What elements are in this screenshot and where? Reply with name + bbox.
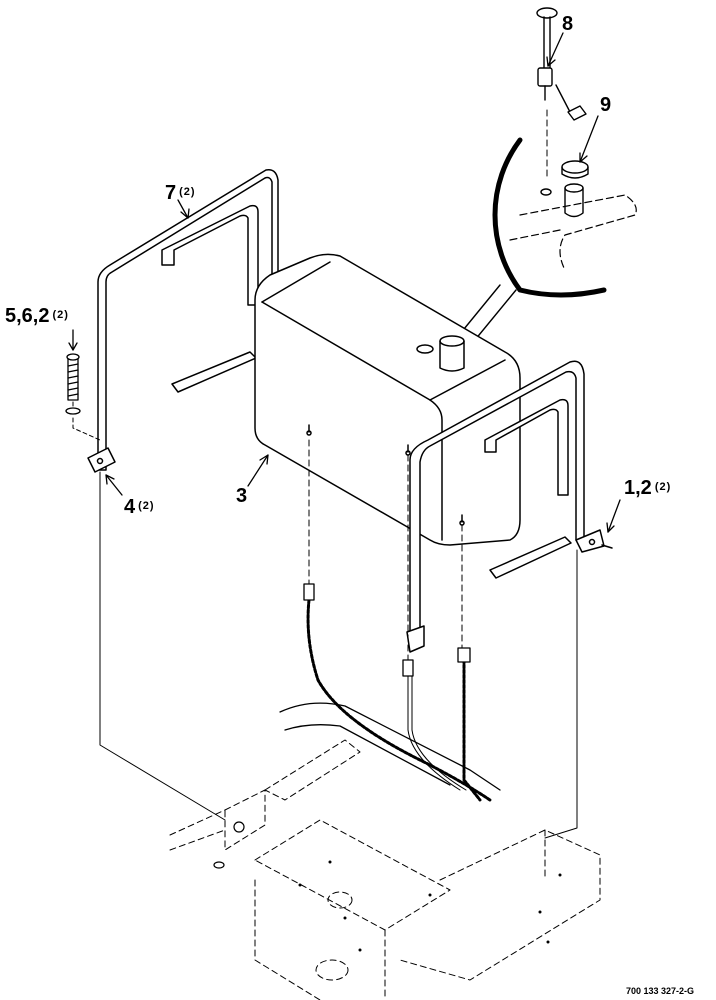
frame-holes (298, 860, 562, 952)
callout-quantity: (2) (138, 500, 155, 512)
hose-fittings (303, 583, 471, 677)
machine-frame (169, 739, 601, 1000)
callout-leaders (68, 32, 621, 533)
callout-1-2: 1,2(2) (624, 478, 671, 498)
frame-crossmember (279, 702, 501, 791)
callout-number: 9 (600, 94, 612, 116)
callout-quantity: (2) (654, 481, 672, 493)
callout-3: 3 (236, 486, 247, 506)
callout-quantity: (2) (52, 309, 69, 321)
fuel-sender-unit (536, 7, 587, 196)
detail-tank-corner (509, 194, 637, 271)
callout-quantity: (2) (179, 186, 196, 198)
callout-number: 1,2 (624, 477, 652, 499)
detail-circle-arc (492, 137, 607, 298)
callout-number: 8 (562, 13, 574, 35)
callout-number: 3 (236, 485, 248, 507)
callout-8: 8 (562, 14, 573, 34)
figure-id: 700 133 327-2-G (626, 986, 695, 996)
tank-strap-right (406, 360, 613, 653)
assembly-lines (308, 439, 463, 661)
fuel-tank (254, 253, 521, 546)
locator-lines (99, 471, 578, 839)
callout-number: 7 (165, 182, 177, 204)
callout-4: 4(2) (124, 497, 155, 517)
callout-9: 9 (600, 95, 611, 115)
callout-number: 5,6,2 (5, 305, 50, 327)
bolt-washer (65, 353, 101, 441)
tank-strap-left (87, 168, 279, 473)
callout-5-6-2: 5,6,2(2) (5, 306, 69, 326)
frame-bolt (213, 821, 245, 869)
fuel-hoses (306, 598, 492, 802)
callout-7: 7(2) (165, 183, 196, 203)
filler-cap (561, 160, 589, 218)
callout-number: 4 (124, 496, 136, 518)
thin-line-tubes (407, 675, 467, 791)
